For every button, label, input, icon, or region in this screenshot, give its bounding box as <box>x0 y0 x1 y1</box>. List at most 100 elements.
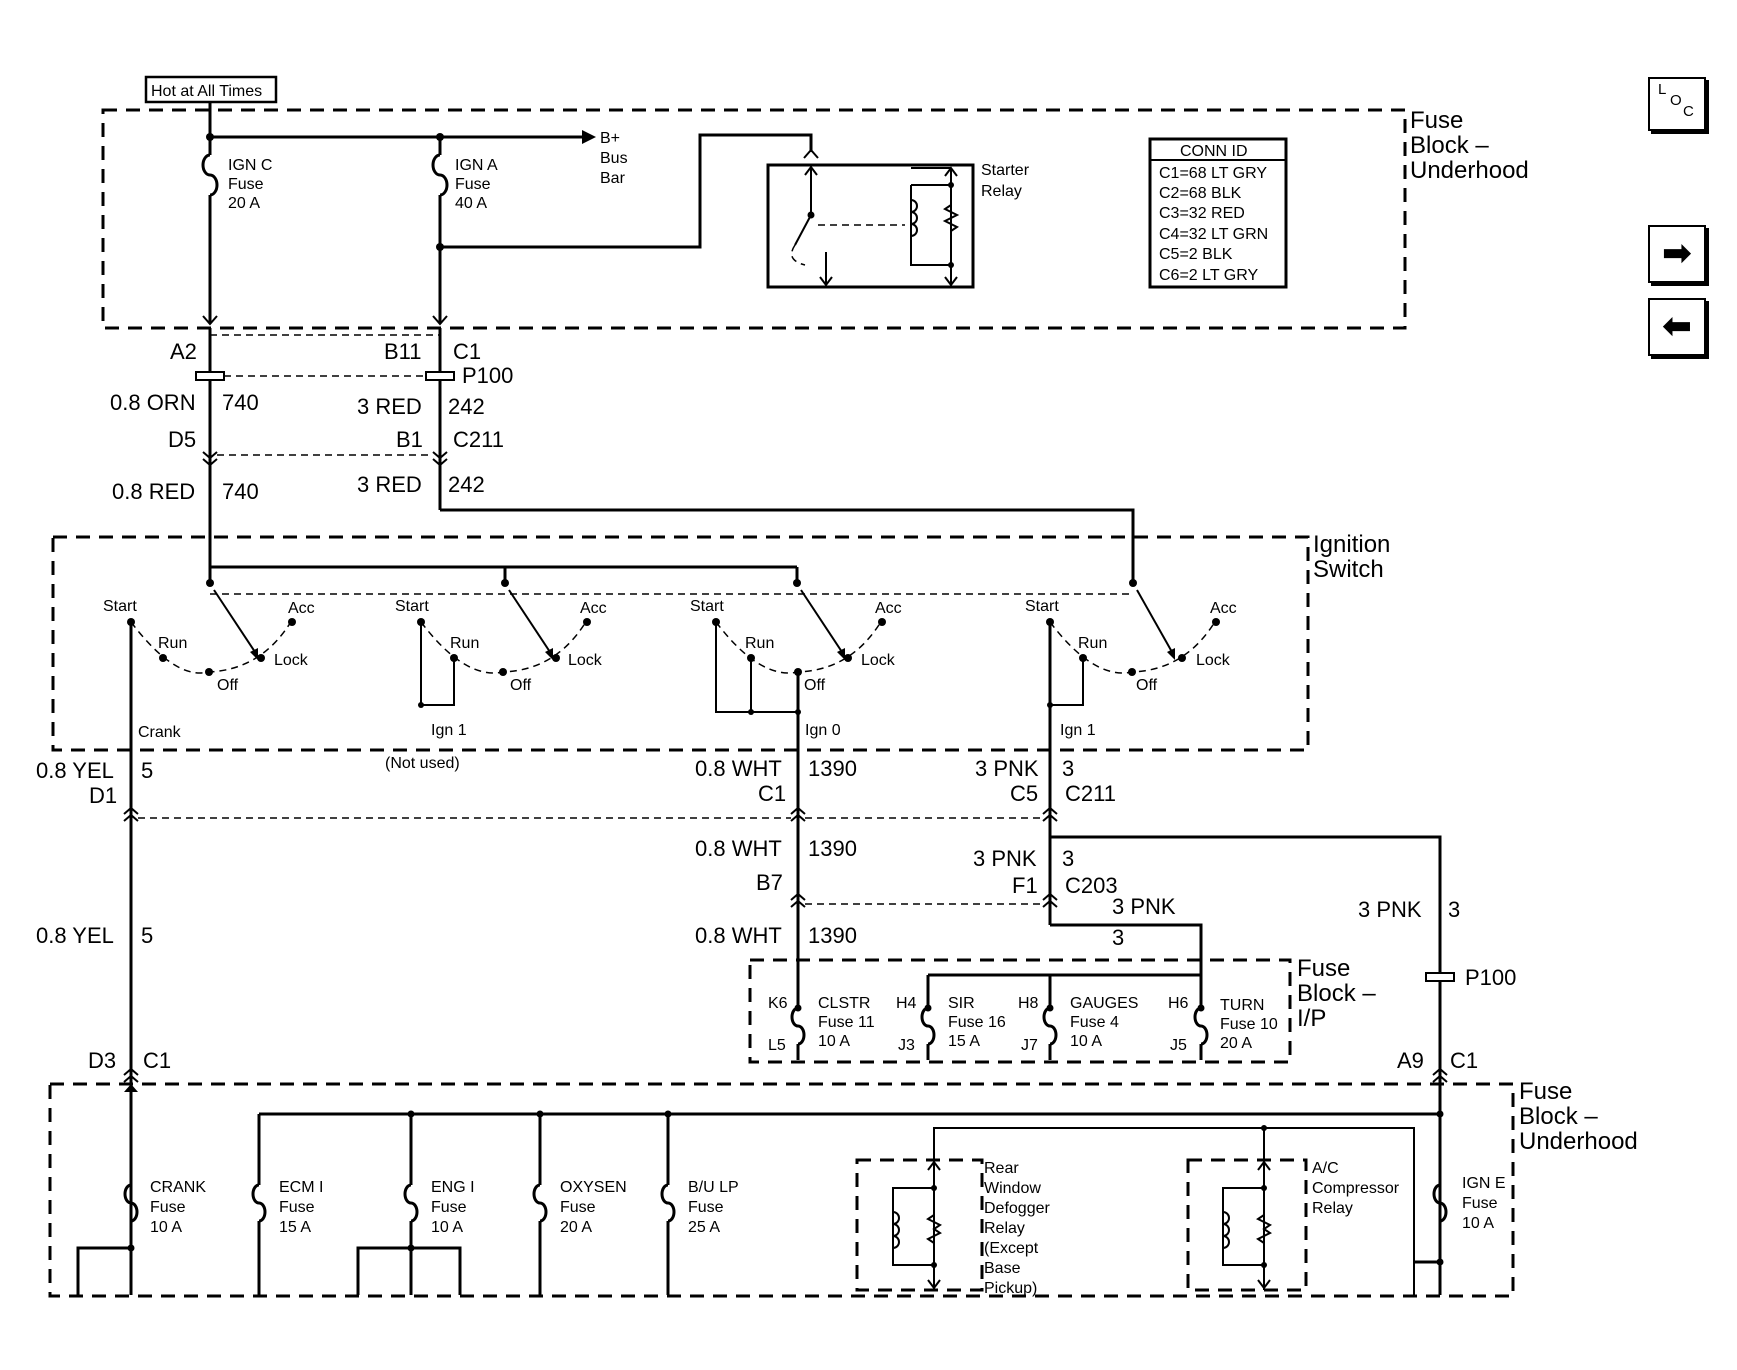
svg-text:A/C: A/C <box>1312 1160 1339 1177</box>
svg-text:Fuse 4: Fuse 4 <box>1070 1014 1119 1031</box>
fuse-ip-sir: H4 J3 SIR Fuse 16 15 A <box>896 975 1006 1060</box>
svg-text:D5: D5 <box>168 427 196 452</box>
svg-text:15 A: 15 A <box>948 1033 980 1050</box>
svg-text:L5: L5 <box>768 1037 786 1054</box>
svg-text:5: 5 <box>141 758 153 783</box>
loc-letter-c: C <box>1683 103 1694 120</box>
svg-text:Acc: Acc <box>875 600 902 617</box>
fuse-oxysen: OXYSEN Fuse 20 A <box>532 1110 627 1295</box>
fuse-crank: CRANK Fuse 10 A <box>76 1179 206 1295</box>
svg-text:Crank: Crank <box>138 724 182 741</box>
svg-text:C1: C1 <box>758 781 786 806</box>
svg-text:3 PNK: 3 PNK <box>975 756 1039 781</box>
svg-text:B1: B1 <box>396 427 423 452</box>
svg-text:Hot at All Times: Hot at All Times <box>151 83 262 100</box>
svg-text:Lock: Lock <box>861 652 896 669</box>
location-button[interactable]: L O C <box>1648 77 1706 131</box>
svg-text:Start: Start <box>690 598 724 615</box>
svg-text:0.8 WHT: 0.8 WHT <box>695 923 782 948</box>
svg-text:10 A: 10 A <box>818 1033 850 1050</box>
svg-text:Rear: Rear <box>984 1160 1019 1177</box>
svg-text:5: 5 <box>141 923 153 948</box>
p100-connector-top <box>195 371 455 381</box>
svg-text:Off: Off <box>804 677 826 694</box>
svg-text:3 PNK: 3 PNK <box>973 846 1037 871</box>
svg-text:0.8 YEL: 0.8 YEL <box>36 923 114 948</box>
bus-bar-label: B+ Bus Bar <box>600 130 628 187</box>
svg-text:3: 3 <box>1112 925 1124 950</box>
rear-defogger-relay: Rear Window Defogger Relay (Except Base … <box>855 1158 1050 1297</box>
svg-text:Lock: Lock <box>568 652 603 669</box>
starter-relay: Starter Relay <box>766 162 1030 289</box>
svg-text:Start: Start <box>1025 598 1059 615</box>
svg-text:Fuse: Fuse <box>1297 955 1350 982</box>
svg-text:Ign 1: Ign 1 <box>431 722 467 739</box>
svg-text:(Except: (Except <box>984 1240 1039 1257</box>
svg-text:3 RED: 3 RED <box>357 394 422 419</box>
svg-text:Acc: Acc <box>288 600 315 617</box>
svg-text:I/P: I/P <box>1297 1005 1326 1032</box>
svg-text:Ign 1: Ign 1 <box>1060 722 1096 739</box>
c211-connector-mid <box>123 806 1058 822</box>
svg-text:C1: C1 <box>143 1048 171 1073</box>
svg-text:10 A: 10 A <box>150 1219 182 1236</box>
svg-text:20 A: 20 A <box>1220 1035 1252 1052</box>
svg-text:Block –: Block – <box>1410 132 1489 159</box>
svg-text:740: 740 <box>222 390 259 415</box>
svg-text:25 A: 25 A <box>688 1219 720 1236</box>
loc-letter-o: O <box>1670 92 1682 109</box>
svg-text:CLSTR: CLSTR <box>818 995 870 1012</box>
bottom-connector-labels: D3 C1 A9 C1 <box>88 1048 1478 1092</box>
svg-text:J7: J7 <box>1021 1037 1038 1054</box>
svg-text:C1: C1 <box>453 339 481 364</box>
svg-text:0.8 WHT: 0.8 WHT <box>695 756 782 781</box>
svg-text:10 A: 10 A <box>431 1219 463 1236</box>
ign-a-fuse: IGN A Fuse 40 A <box>431 133 498 326</box>
svg-text:10 A: 10 A <box>1462 1215 1494 1232</box>
conn-id-table: CONN ID C1=68 LT GRY C2=68 BLK C3=32 RED… <box>1148 137 1288 289</box>
svg-text:Off: Off <box>217 677 239 694</box>
svg-text:IGN A: IGN A <box>455 157 498 174</box>
ignition-switch-section-ign1-a: Start Acc Run Lock Off Ign 1 (Not used) <box>385 579 607 772</box>
svg-text:C211: C211 <box>453 427 504 452</box>
svg-text:Fuse 10: Fuse 10 <box>1220 1016 1278 1033</box>
svg-text:C1=68 LT GRY: C1=68 LT GRY <box>1159 165 1267 182</box>
svg-text:(Not used): (Not used) <box>385 755 460 772</box>
back-button[interactable]: ⬅ <box>1648 298 1706 356</box>
svg-text:0.8 YEL: 0.8 YEL <box>36 758 114 783</box>
svg-text:Fuse 11: Fuse 11 <box>818 1014 875 1031</box>
svg-text:20 A: 20 A <box>228 195 260 212</box>
svg-text:Fuse: Fuse <box>688 1199 724 1216</box>
svg-text:Acc: Acc <box>1210 600 1237 617</box>
fuse-block-ip-title: Fuse Block – I/P <box>1297 955 1376 1032</box>
svg-text:H4: H4 <box>896 995 917 1012</box>
ignition-switch-section-ign1-b: Start Acc Run Lock Off Ign 1 <box>1025 579 1237 739</box>
svg-text:Fuse: Fuse <box>150 1199 186 1216</box>
svg-text:Relay: Relay <box>1312 1200 1353 1217</box>
top-wire-labels: A2 B11 C1 P100 0.8 ORN 740 3 RED 242 D5 … <box>110 339 513 504</box>
svg-text:C4=32 LT GRN: C4=32 LT GRN <box>1159 226 1268 243</box>
svg-text:Starter: Starter <box>981 162 1030 179</box>
fuse-block-underhood-bottom-box <box>48 1082 1515 1298</box>
svg-text:10 A: 10 A <box>1070 1033 1102 1050</box>
svg-text:3: 3 <box>1448 897 1460 922</box>
svg-text:C5: C5 <box>1010 781 1038 806</box>
svg-text:Fuse: Fuse <box>228 176 264 193</box>
svg-text:740: 740 <box>222 479 259 504</box>
svg-text:P100: P100 <box>462 363 513 388</box>
fuse-block-underhood-bottom-title: Fuse Block – Underhood <box>1519 1078 1638 1155</box>
svg-text:C5=2 BLK: C5=2 BLK <box>1159 246 1233 263</box>
svg-text:3: 3 <box>1062 846 1074 871</box>
arrow-right-icon: ➡ <box>1661 233 1693 274</box>
svg-text:Underhood: Underhood <box>1410 157 1529 184</box>
svg-text:Relay: Relay <box>984 1220 1025 1237</box>
fuse-bu-lp: B/U LP Fuse 25 A <box>660 1110 739 1295</box>
svg-text:TURN: TURN <box>1220 997 1264 1014</box>
svg-text:Fuse: Fuse <box>1462 1195 1498 1212</box>
svg-text:K6: K6 <box>768 995 788 1012</box>
svg-text:Run: Run <box>745 635 774 652</box>
svg-text:0.8 RED: 0.8 RED <box>112 479 195 504</box>
forward-button[interactable]: ➡ <box>1648 225 1706 283</box>
fuse-block-ip-box <box>748 958 1292 1064</box>
svg-text:Bus: Bus <box>600 150 628 167</box>
